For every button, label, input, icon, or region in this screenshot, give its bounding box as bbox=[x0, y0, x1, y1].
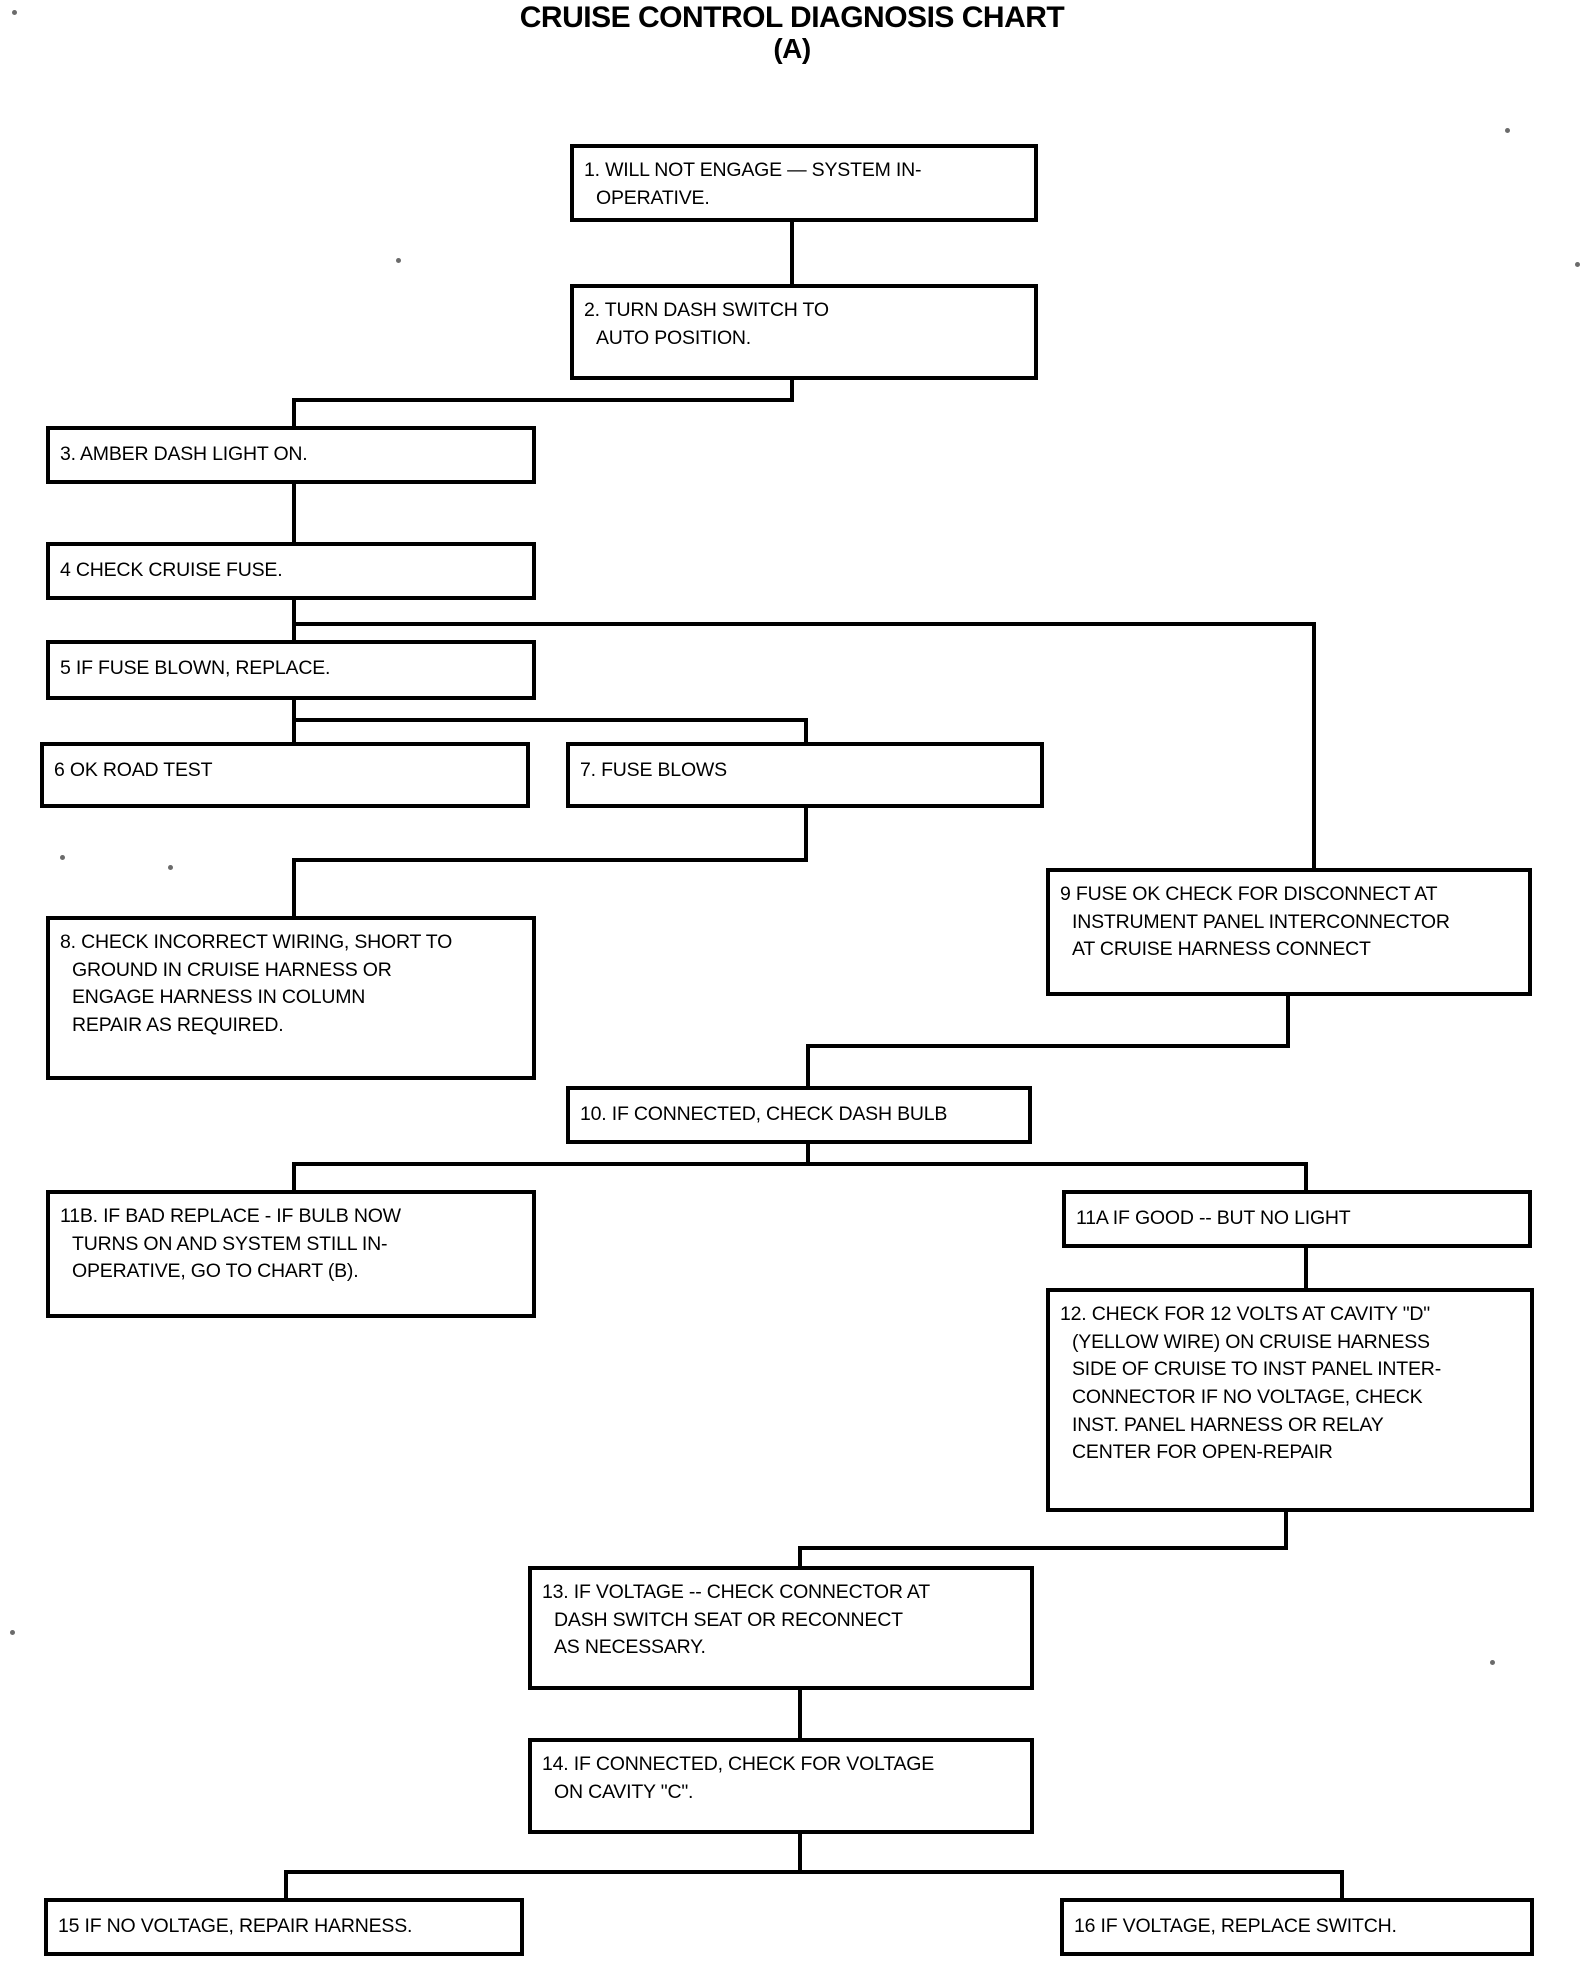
edge-7-8-drop bbox=[292, 858, 296, 916]
edge-1-2 bbox=[790, 218, 794, 286]
scan-speck bbox=[1505, 128, 1510, 133]
title-main: CRUISE CONTROL DIAGNOSIS CHART bbox=[519, 1, 1065, 34]
edge-14-split-stem bbox=[798, 1832, 802, 1874]
flow-node-1[interactable]: 1. WILL NOT ENGAGE — SYSTEM IN- OPERATIV… bbox=[570, 144, 1038, 222]
scan-speck bbox=[396, 258, 401, 263]
edge-5-6 bbox=[292, 700, 296, 762]
edge-9-10-bridge bbox=[806, 1044, 1290, 1048]
edge-3-4 bbox=[292, 484, 296, 546]
edge-2-3-stem bbox=[790, 378, 794, 402]
flow-node-13[interactable]: 13. IF VOLTAGE -- CHECK CONNECTOR AT DAS… bbox=[528, 1566, 1034, 1690]
edge-10-split-bar bbox=[292, 1162, 1308, 1166]
edge-12-13-stem bbox=[1284, 1510, 1288, 1550]
flow-node-10[interactable]: 10. IF CONNECTED, CHECK DASH BULB bbox=[566, 1086, 1032, 1144]
flow-node-8[interactable]: 8. CHECK INCORRECT WIRING, SHORT TO GROU… bbox=[46, 916, 536, 1080]
edge-11a-12 bbox=[1304, 1248, 1308, 1290]
edge-12-13-bridge bbox=[798, 1546, 1288, 1550]
edge-10-11b-drop bbox=[292, 1162, 296, 1194]
edge-14-15-drop bbox=[284, 1870, 288, 1902]
scan-speck bbox=[1575, 262, 1580, 267]
flow-node-5[interactable]: 5 IF FUSE BLOWN, REPLACE. bbox=[46, 640, 536, 700]
edge-9-10-drop bbox=[806, 1044, 810, 1088]
edge-9-10-stem bbox=[1286, 996, 1290, 1048]
scan-speck bbox=[168, 865, 173, 870]
flow-node-2[interactable]: 2. TURN DASH SWITCH TO AUTO POSITION. bbox=[570, 284, 1038, 380]
scan-speck bbox=[10, 1630, 15, 1635]
flow-node-4[interactable]: 4 CHECK CRUISE FUSE. bbox=[46, 542, 536, 600]
edge-4-9-drop bbox=[1312, 622, 1316, 876]
flow-node-6[interactable]: 6 OK ROAD TEST bbox=[40, 742, 530, 808]
edge-14-split-bar bbox=[284, 1870, 1344, 1874]
edge-4-5 bbox=[292, 600, 296, 662]
flow-node-11a[interactable]: 11A IF GOOD -- BUT NO LIGHT bbox=[1062, 1190, 1532, 1248]
edge-10-11a-drop bbox=[1304, 1162, 1308, 1194]
flow-node-12[interactable]: 12. CHECK FOR 12 VOLTS AT CAVITY "D" (YE… bbox=[1046, 1288, 1534, 1512]
scan-speck bbox=[1490, 1660, 1495, 1665]
title-sub: (A) bbox=[773, 33, 811, 65]
flow-node-16[interactable]: 16 IF VOLTAGE, REPLACE SWITCH. bbox=[1060, 1898, 1534, 1956]
edge-2-3-bridge bbox=[292, 398, 794, 402]
flow-node-15[interactable]: 15 IF NO VOLTAGE, REPAIR HARNESS. bbox=[44, 1898, 524, 1956]
flow-node-9[interactable]: 9 FUSE OK CHECK FOR DISCONNECT AT INSTRU… bbox=[1046, 868, 1532, 996]
flow-node-3[interactable]: 3. AMBER DASH LIGHT ON. bbox=[46, 426, 536, 484]
edge-4-9-bridge bbox=[292, 622, 1316, 626]
edge-7-8-stem bbox=[804, 808, 808, 862]
edge-12-13-drop bbox=[798, 1546, 802, 1572]
flow-node-7[interactable]: 7. FUSE BLOWS bbox=[566, 742, 1044, 808]
scan-speck bbox=[60, 855, 65, 860]
scan-speck bbox=[12, 10, 17, 15]
edge-7-8-bridge bbox=[292, 858, 808, 862]
edge-5-7-drop bbox=[804, 718, 808, 756]
edge-5-7-bridge bbox=[292, 718, 808, 722]
flow-node-14[interactable]: 14. IF CONNECTED, CHECK FOR VOLTAGE ON C… bbox=[528, 1738, 1034, 1834]
edge-14-16-drop bbox=[1340, 1870, 1344, 1902]
edge-2-3-drop bbox=[292, 398, 296, 428]
edge-10-split-stem bbox=[806, 1124, 810, 1166]
page-title: CRUISE CONTROL DIAGNOSIS CHART (A) bbox=[0, 1, 1584, 65]
edge-13-14 bbox=[798, 1690, 802, 1740]
flow-node-11b[interactable]: 11B. IF BAD REPLACE - IF BULB NOW TURNS … bbox=[46, 1190, 536, 1318]
